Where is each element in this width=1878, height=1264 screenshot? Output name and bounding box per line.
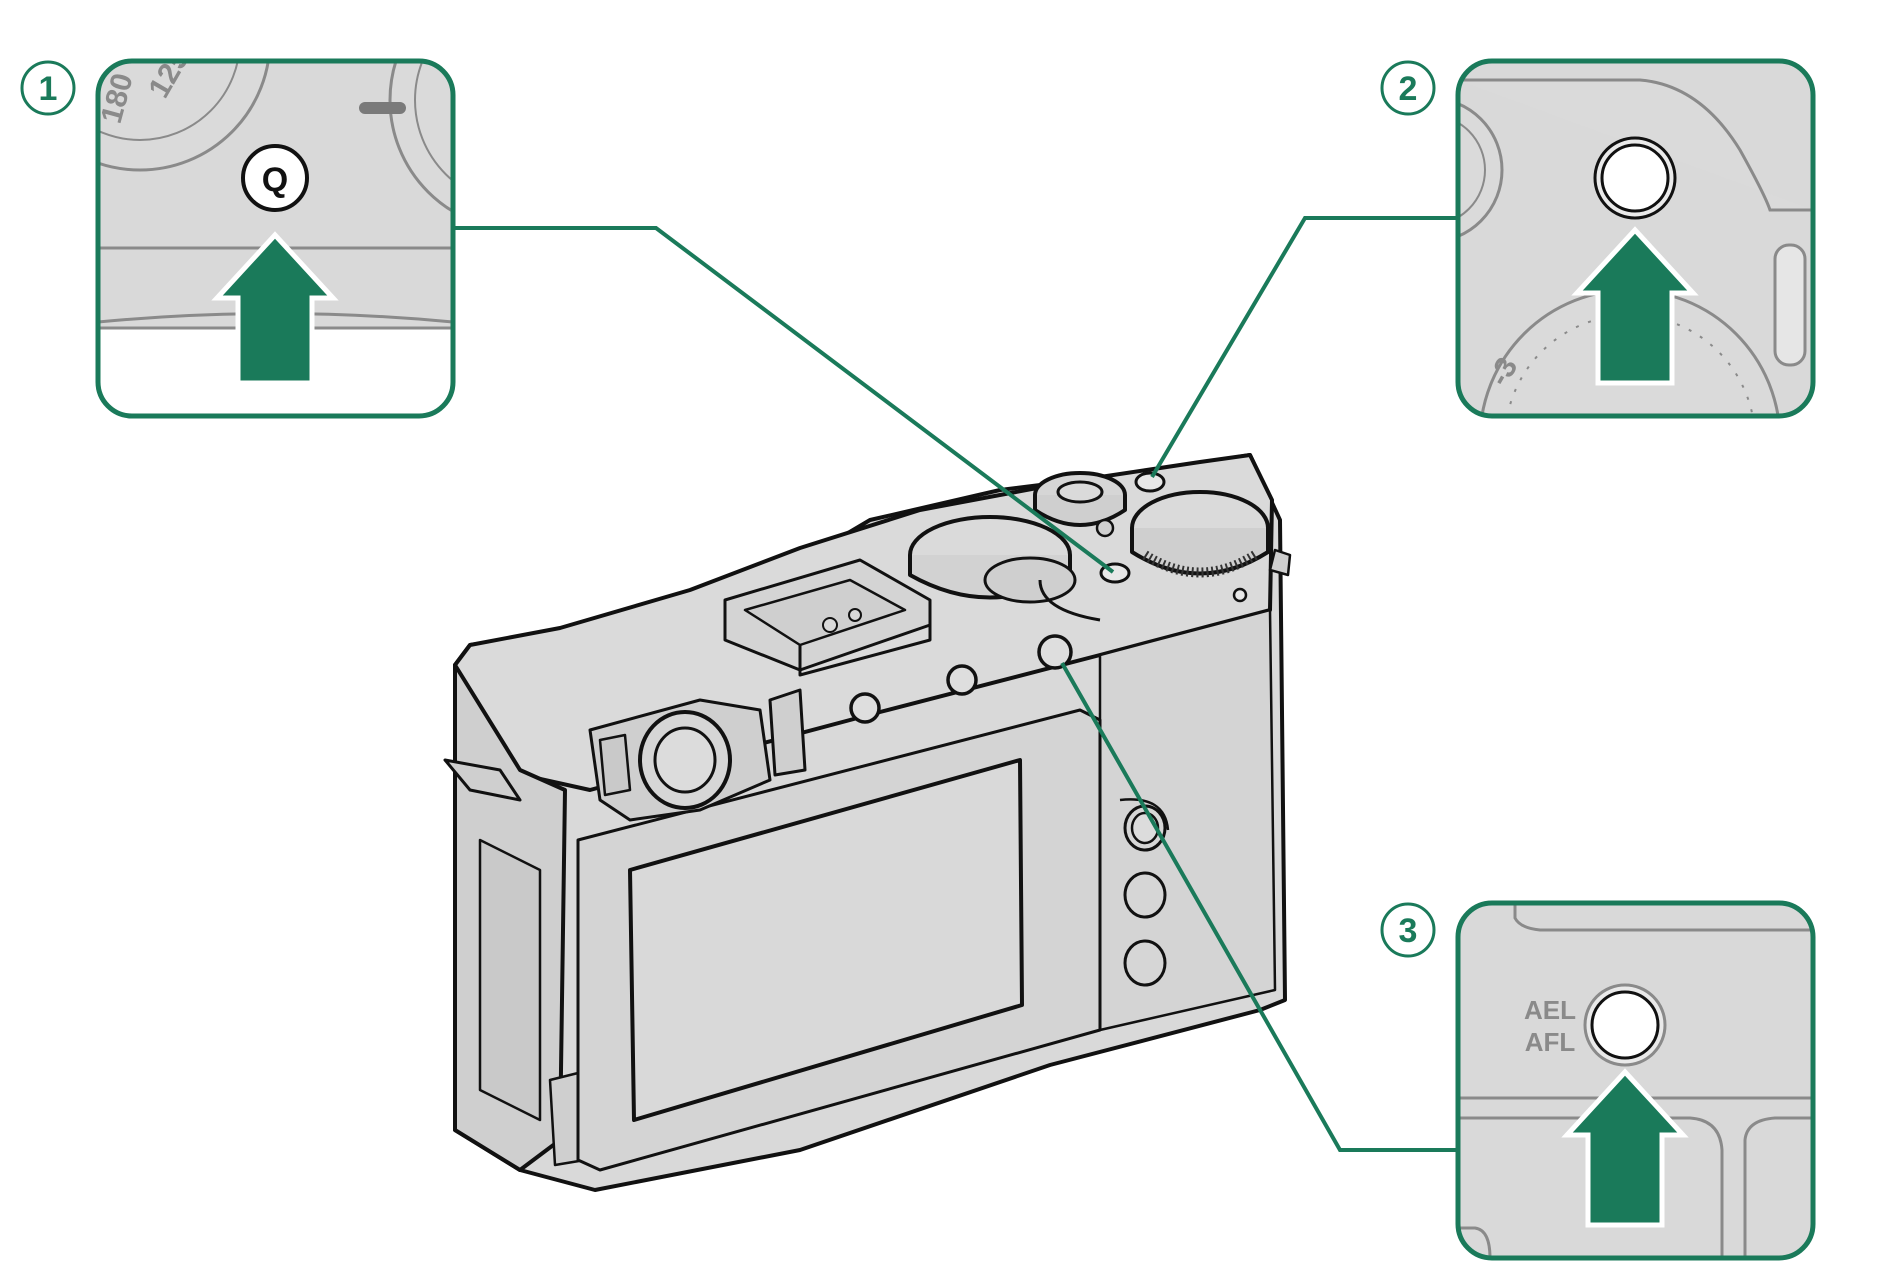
exposure-compensation-dial [1130, 490, 1270, 578]
leader-line-2 [1150, 216, 1458, 479]
rear-button-ael-afl [1037, 634, 1073, 670]
callout-2: -3 2 [1380, 58, 1816, 419]
hot-shoe [723, 558, 932, 677]
up-arrow-icon [211, 231, 339, 386]
up-arrow-icon [1571, 226, 1699, 386]
lcd-screen [628, 758, 1024, 1122]
ael-label: AEL [1524, 995, 1576, 1025]
iso-dial-knob [1033, 471, 1127, 538]
callout-3: AEL AFL 3 [1380, 900, 1816, 1261]
callout-number-3: 3 [1399, 912, 1418, 950]
callout-number-2: 2 [1399, 70, 1418, 108]
q-button-icon [241, 144, 309, 212]
leader-line-3 [1060, 662, 1458, 1152]
camera-illustration [443, 453, 1292, 1192]
q-button-label: Q [262, 161, 288, 199]
leader-lines [453, 216, 1458, 1152]
callout-1: 180 125 Q 1 [20, 58, 456, 419]
up-arrow-icon [1561, 1068, 1689, 1228]
viewfinder-eyepiece [588, 698, 772, 822]
shutter-speed-dial [908, 515, 1077, 604]
rear-button-b [946, 664, 978, 696]
rear-right-buttons [1119, 798, 1170, 987]
afl-label: AFL [1525, 1027, 1576, 1057]
top-button-2 [1134, 471, 1166, 493]
leader-line-1 [453, 226, 1115, 574]
callout-number-1: 1 [39, 70, 58, 108]
rear-button-a [849, 692, 881, 724]
